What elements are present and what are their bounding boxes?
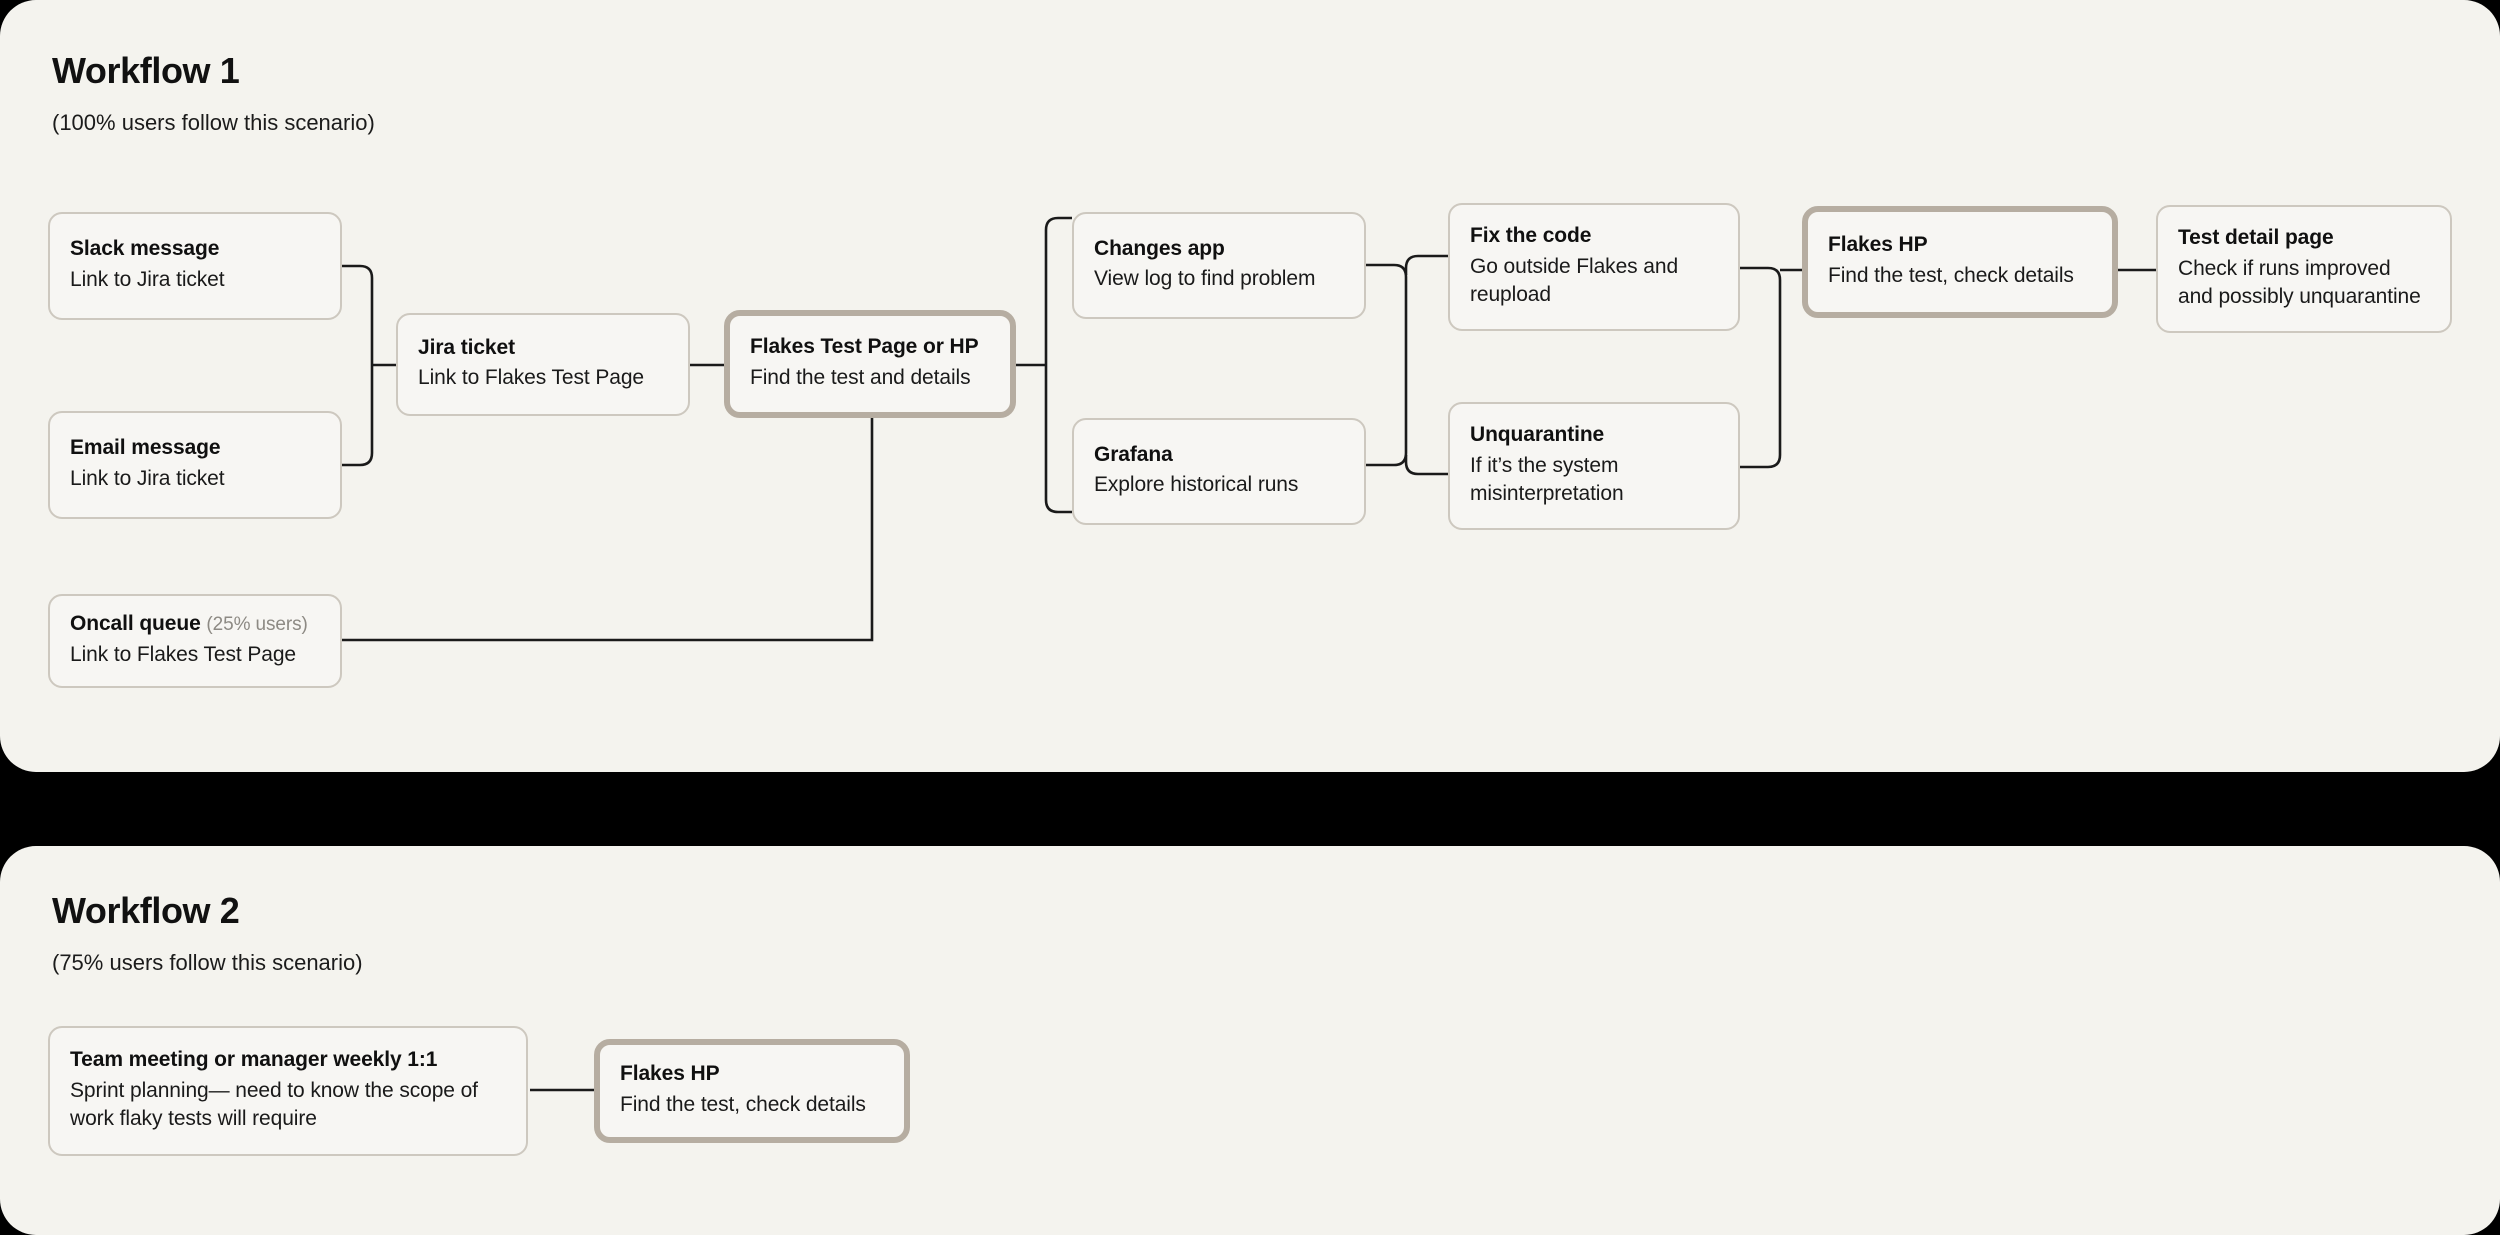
- workflow-1-content: [0, 0, 2500, 772]
- node-title: Slack message: [70, 237, 220, 261]
- node-title: Grafana: [1094, 442, 1173, 466]
- node-title: Changes app: [1094, 236, 1225, 260]
- node-title: Email message: [70, 436, 221, 460]
- workflow-1-title: Workflow 1: [52, 50, 240, 91]
- node-subtitle: Explore historical runs: [1094, 473, 1299, 497]
- workflow-1-subtitle: (100% users follow this scenario): [52, 110, 375, 135]
- node-subtitle: If it’s the system misinterpretation: [1470, 454, 1624, 505]
- node-subtitle: Link to Jira ticket: [70, 267, 225, 291]
- workflow-1-panel: [0, 0, 2500, 772]
- node-title-text: Oncall queue: [70, 612, 201, 636]
- node-workflow2-flakes-hp[interactable]: Flakes HP Find the test, check details: [594, 1039, 910, 1143]
- node-title: Oncall queue (25% users): [70, 611, 320, 638]
- node-title: Flakes HP: [1828, 233, 1928, 257]
- node-title: Fix the code: [1470, 224, 1592, 248]
- node-subtitle: Link to Jira ticket: [70, 466, 225, 490]
- node-subtitle: Check if runs improved and possibly unqu…: [2178, 257, 2421, 308]
- workflow-2-subtitle: (75% users follow this scenario): [52, 950, 363, 975]
- node-title: Jira ticket: [418, 335, 515, 359]
- node-title: Team meeting or manager weekly 1:1: [70, 1048, 438, 1072]
- node-oncall-queue[interactable]: Oncall queue (25% users) Link to Flakes …: [48, 594, 342, 688]
- node-subtitle: View log to find problem: [1094, 267, 1316, 291]
- node-unquarantine[interactable]: Unquarantine If it’s the system misinter…: [1448, 402, 1740, 530]
- node-jira-ticket[interactable]: Jira ticket Link to Flakes Test Page: [396, 313, 690, 416]
- node-title-note: (25% users): [206, 614, 308, 636]
- node-grafana[interactable]: Grafana Explore historical runs: [1072, 418, 1366, 525]
- node-changes-app[interactable]: Changes app View log to find problem: [1072, 212, 1366, 319]
- node-subtitle: Link to Flakes Test Page: [418, 366, 645, 390]
- node-subtitle: Sprint planning— need to know the scope …: [70, 1079, 478, 1130]
- node-test-detail-page[interactable]: Test detail page Check if runs improved …: [2156, 205, 2452, 333]
- node-subtitle: Find the test and details: [750, 365, 971, 389]
- node-subtitle: Find the test, check details: [620, 1092, 866, 1116]
- node-flakes-test-page-or-hp[interactable]: Flakes Test Page or HP Find the test and…: [724, 310, 1016, 418]
- node-subtitle: Link to Flakes Test Page: [70, 642, 297, 666]
- node-title: Test detail page: [2178, 226, 2334, 250]
- node-fix-the-code[interactable]: Fix the code Go outside Flakes and reupl…: [1448, 203, 1740, 331]
- node-title: Unquarantine: [1470, 423, 1605, 447]
- node-team-meeting[interactable]: Team meeting or manager weekly 1:1 Sprin…: [48, 1026, 528, 1156]
- node-flakes-hp[interactable]: Flakes HP Find the test, check details: [1802, 206, 2118, 318]
- node-subtitle: Find the test, check details: [1828, 263, 2074, 287]
- workflow-2-title: Workflow 2: [52, 890, 240, 931]
- node-subtitle: Go outside Flakes and reupload: [1470, 255, 1679, 306]
- node-email-message[interactable]: Email message Link to Jira ticket: [48, 411, 342, 519]
- node-slack-message[interactable]: Slack message Link to Jira ticket: [48, 212, 342, 320]
- node-title: Flakes HP: [620, 1062, 720, 1086]
- node-title: Flakes Test Page or HP: [750, 335, 979, 359]
